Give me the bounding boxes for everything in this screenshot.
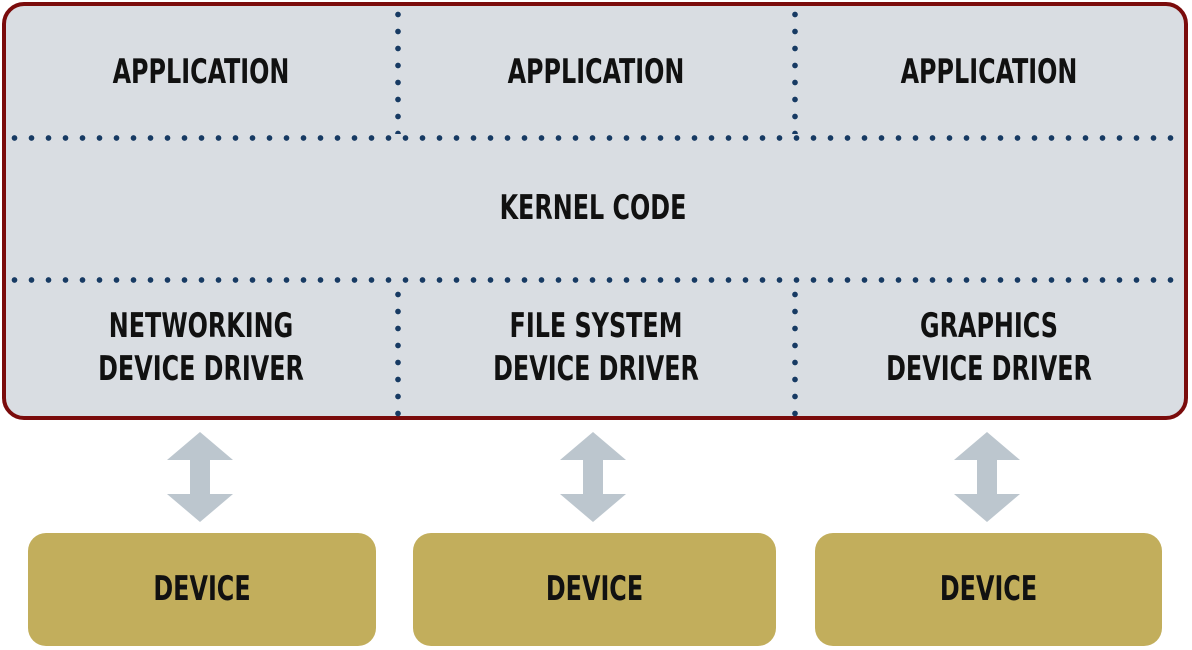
filesystem-driver-line1: FILE SYSTEM xyxy=(509,306,683,346)
graphics-driver-line1: GRAPHICS xyxy=(920,306,1058,346)
device-label: DEVICE xyxy=(545,569,644,609)
networking-driver-line2: DEVICE DRIVER xyxy=(98,349,304,389)
divider-driver-1-2 xyxy=(395,286,401,418)
divider-app-kernel xyxy=(6,135,1174,141)
kernel-code-block: KERNEL CODE xyxy=(499,188,687,228)
double-vertical-arrow-icon xyxy=(954,432,1020,522)
application-block-2: APPLICATION xyxy=(507,52,685,92)
kernel-space-box xyxy=(2,2,1188,420)
divider-app-2-3 xyxy=(792,6,798,134)
double-vertical-arrow-icon xyxy=(560,432,626,522)
device-box-filesystem: DEVICE xyxy=(413,533,776,646)
networking-driver-line1: NETWORKING xyxy=(108,306,294,346)
application-block-3: APPLICATION xyxy=(900,52,1078,92)
double-vertical-arrow-icon xyxy=(167,432,233,522)
filesystem-driver-line2: DEVICE DRIVER xyxy=(493,349,699,389)
device-label: DEVICE xyxy=(153,569,251,609)
divider-driver-2-3 xyxy=(792,286,798,418)
divider-kernel-drivers xyxy=(6,277,1174,283)
divider-app-1-2 xyxy=(395,6,401,134)
device-label: DEVICE xyxy=(939,569,1038,609)
device-box-graphics: DEVICE xyxy=(815,533,1162,646)
device-box-networking: DEVICE xyxy=(28,533,376,646)
graphics-driver-line2: DEVICE DRIVER xyxy=(886,349,1092,389)
application-block-1: APPLICATION xyxy=(112,52,290,92)
